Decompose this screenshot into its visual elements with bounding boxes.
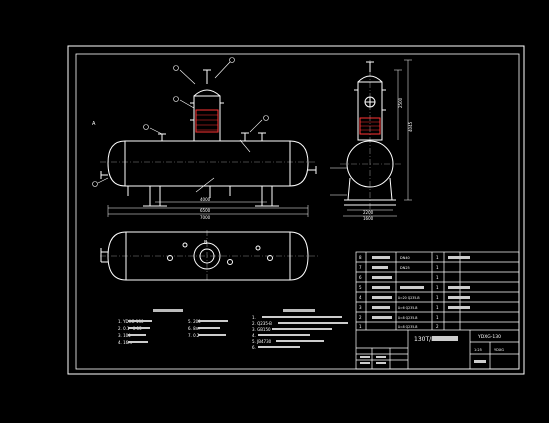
spec-line-2: 2. Q235-B: [252, 321, 272, 326]
dim-saddle-width: 1600: [363, 216, 374, 221]
note-left-6: 6. 8m: [188, 326, 200, 331]
bom-code-7: DN25: [400, 266, 410, 270]
bom-no-3: 3: [359, 305, 362, 310]
dim-tank-length: 6500: [200, 208, 211, 213]
spec-line-6: 6.: [252, 345, 256, 350]
block-code: YDXG: [494, 348, 504, 352]
spec-line-3: 3. GB150: [252, 327, 271, 332]
bom-no-6: 6: [359, 275, 362, 280]
note-left-3: 3. 104: [118, 333, 131, 338]
inner-frame: [75, 53, 520, 370]
dim-height: 4045: [408, 121, 413, 132]
bom-no-2: 2: [359, 315, 362, 320]
bom-no-8: 8: [359, 255, 362, 260]
bom-table: 8 DN40 1 7 DN25 1 6 1 5 1 4 δ=20 Q235-B …: [359, 255, 470, 329]
dim-column-height: 2500: [398, 97, 403, 108]
title-block-texts: 130T/H YDXG-130 YDXG 1:25: [360, 334, 504, 364]
notes-left: 1. YDXG-130 2. 0.1~0.15 3. 104 4. 16m³ 5…: [118, 309, 228, 345]
note-left-7: 7. 0.2: [188, 333, 200, 338]
drawing-code: YDXG-130: [477, 334, 501, 340]
bom-no-4: 4: [359, 295, 362, 300]
bom-qty-8: 1: [436, 255, 439, 260]
outer-frame: [67, 45, 525, 375]
plan-view: [100, 230, 318, 282]
bom-qty-4: 1: [436, 295, 439, 300]
view-label-a: A: [92, 121, 96, 127]
note-left-4: 4. 16m³: [118, 340, 134, 345]
side-view: [330, 59, 412, 217]
bom-code-4: δ=20 Q235-B: [398, 296, 420, 300]
bom-qty-5: 1: [436, 285, 439, 290]
notes-right: 1. 2. Q235-B 3. GB150 4. 5. JB4730 6.: [252, 309, 348, 350]
dim-overall-length: 7000: [200, 215, 211, 220]
note-left-5: 5. 200: [188, 319, 201, 324]
bom-code-3: δ=6 Q235-B: [398, 306, 417, 310]
bom-qty-1: 2: [436, 324, 439, 329]
bom-qty-3: 1: [436, 305, 439, 310]
bom-code-8: DN40: [400, 256, 410, 260]
bom-no-5: 5: [359, 285, 362, 290]
title-block: [355, 251, 520, 370]
bom-no-7: 7: [359, 265, 362, 270]
spec-line-5: 5. JB4730: [252, 339, 272, 344]
drawing-name: 130T/H: [414, 336, 436, 343]
dim-shell-dia: 2200: [363, 210, 374, 215]
view-label-b: B: [204, 240, 208, 246]
scale-value: 1:25: [474, 348, 482, 352]
bom-qty-7: 1: [436, 265, 439, 270]
bom-qty-6: 1: [436, 275, 439, 280]
spec-line-4: 4.: [252, 333, 256, 338]
bom-code-2: δ=8 Q235-B: [398, 316, 417, 320]
bom-no-1: 1: [359, 324, 362, 329]
dim-support-spacing: 4000: [200, 197, 211, 202]
bom-code-1: δ=8 Q235-B: [398, 325, 417, 329]
spec-line-1: 1.: [252, 315, 256, 320]
front-view: [92, 57, 317, 217]
bom-qty-2: 1: [436, 315, 439, 320]
